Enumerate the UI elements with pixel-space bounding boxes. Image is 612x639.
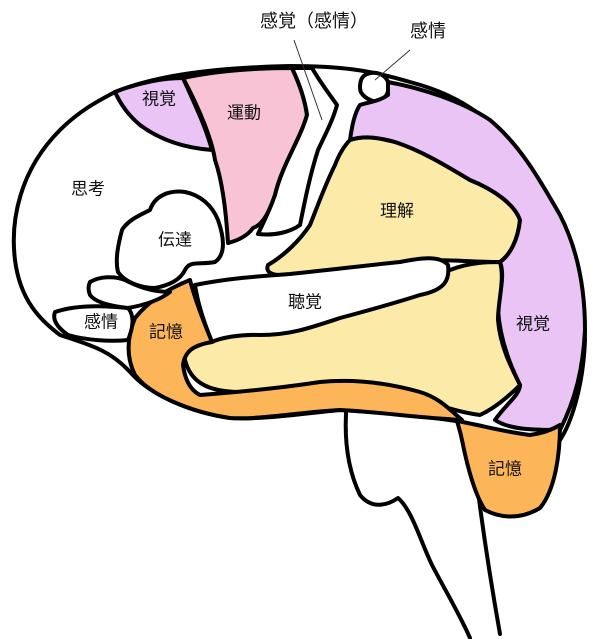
leader-line-sensation	[293, 39, 323, 121]
label-vision-back: 視覚	[516, 314, 550, 335]
label-thinking: 思考	[71, 179, 105, 200]
label-emotion-lower: 感情	[84, 312, 118, 333]
label-motor: 運動	[227, 103, 261, 124]
leader-line-emotion	[374, 49, 411, 81]
region-hearing	[193, 256, 451, 344]
region-memory-back	[455, 419, 562, 519]
region-memory-front	[126, 278, 464, 422]
label-memory-back: 記憶	[488, 459, 522, 480]
label-hearing: 聴覚	[288, 292, 322, 313]
label-transmission: 伝達	[158, 230, 192, 251]
label-sensation-callout: 感覚（感情）	[260, 11, 368, 32]
label-emotion-callout: 感情	[410, 21, 446, 42]
region-emotion-lower	[52, 304, 135, 343]
label-memory-front: 記憶	[149, 322, 183, 343]
region-sensory-strip	[256, 66, 339, 237]
label-vision-top: 視覚	[142, 89, 176, 110]
region-frontal-lower-gyrus	[86, 275, 172, 310]
label-comprehension: 理解	[380, 201, 414, 222]
